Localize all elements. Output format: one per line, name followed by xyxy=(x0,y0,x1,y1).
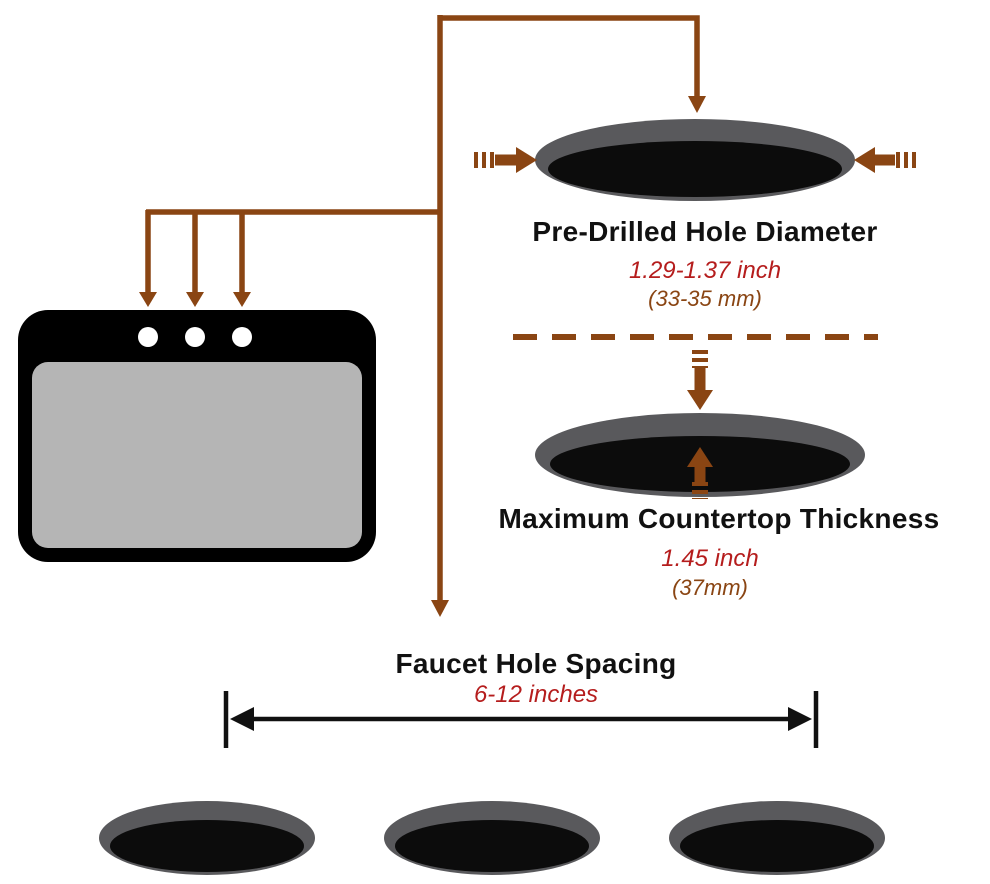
faucet-hole-row xyxy=(99,801,885,875)
countertop-thickness-inches: 1.45 inch xyxy=(661,545,759,572)
arrowhead-sink-2 xyxy=(186,292,204,307)
sink-hole-3 xyxy=(232,327,252,347)
hole-diameter-range-inches: 1.29-1.37 inch xyxy=(628,257,782,284)
diameter-arrow-right xyxy=(854,147,916,173)
sink-hole-1 xyxy=(138,327,158,347)
arrowhead-sink-1 xyxy=(139,292,157,307)
hole-diameter-range-mm: (33-35 mm) xyxy=(648,286,762,311)
spacing-arrowhead-right xyxy=(788,707,812,731)
connector-arrowheads xyxy=(139,96,706,617)
sink-hole-2 xyxy=(185,327,205,347)
spacing-measure-heads xyxy=(230,707,812,731)
countertop-thickness-title: Maximum Countertop Thickness xyxy=(498,503,940,534)
arrowhead-sink-3 xyxy=(233,292,251,307)
faucet-hole-3 xyxy=(669,801,885,875)
countertop-thickness-mm: (37mm) xyxy=(672,575,748,600)
diameter-arrow-left xyxy=(474,147,537,173)
hole-opening xyxy=(548,141,842,197)
arrowhead-into-top-hole xyxy=(688,96,706,113)
sink-illustration xyxy=(18,310,376,562)
faucet-hole-1 xyxy=(99,801,315,875)
spacing-measure xyxy=(223,691,819,748)
hole-diameter-title: Pre-Drilled Hole Diameter xyxy=(532,216,878,247)
connector-top-to-hole xyxy=(440,15,700,96)
pre-drilled-hole-graphic xyxy=(535,119,855,201)
faucet-hole-2 xyxy=(384,801,600,875)
faucet-spacing-title: Faucet Hole Spacing xyxy=(395,648,677,679)
spacing-arrowhead-left xyxy=(230,707,254,731)
faucet-spacing-range: 6-12 inches xyxy=(473,681,599,708)
thickness-arrow-up xyxy=(687,447,713,499)
connector-lines xyxy=(145,15,700,600)
thickness-arrow-down xyxy=(687,350,713,410)
arrowhead-to-spacing xyxy=(431,600,449,617)
sink-basin xyxy=(32,362,362,548)
